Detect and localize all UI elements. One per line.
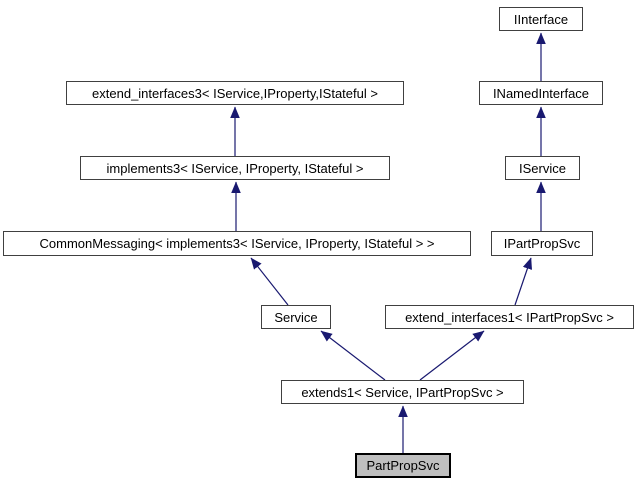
class-node-iservice[interactable]: IService (505, 156, 580, 180)
class-node-extend-interfaces1[interactable]: extend_interfaces1< IPartPropSvc > (385, 305, 634, 329)
arrow-service-to-commonmessaging (250, 257, 289, 306)
class-node-extend-interfaces3[interactable]: extend_interfaces3< IService,IProperty,I… (66, 81, 404, 105)
arrow-extends1-to-service (320, 330, 386, 381)
class-node-partpropsvc-current: PartPropSvc (355, 453, 451, 478)
class-node-implements3[interactable]: implements3< IService, IProperty, IState… (80, 156, 390, 180)
arrow-extend-interfaces1-to-ipartpropsvc (514, 257, 532, 306)
arrow-extends1-to-extend-interfaces1 (419, 330, 485, 381)
class-node-iinterface[interactable]: IInterface (499, 7, 583, 31)
class-node-service[interactable]: Service (261, 305, 331, 329)
class-node-ipartpropsvc[interactable]: IPartPropSvc (491, 231, 593, 256)
class-node-inamedinterface[interactable]: INamedInterface (479, 81, 603, 105)
class-node-commonmessaging[interactable]: CommonMessaging< implements3< IService, … (3, 231, 471, 256)
class-node-extends1[interactable]: extends1< Service, IPartPropSvc > (281, 380, 524, 404)
